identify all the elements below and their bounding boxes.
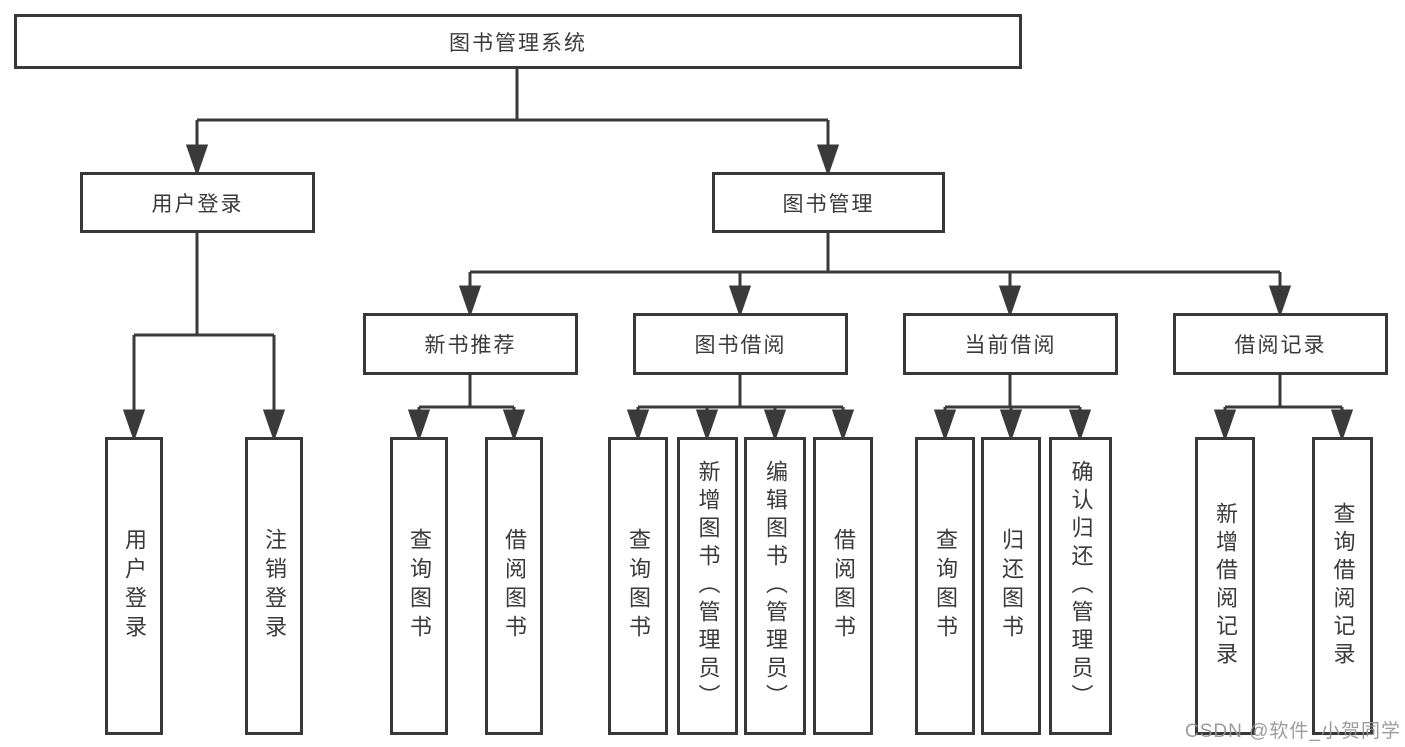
arrowhead-icon <box>816 144 840 177</box>
leaf-label: 借阅图书 <box>502 528 527 644</box>
leaf-edit-books-admin: 编辑图书（管理员） <box>744 437 806 735</box>
node-current-borrow: 当前借阅 <box>903 313 1118 375</box>
node-label: 图书管理 <box>782 192 875 216</box>
node-library-system: 图书管理系统 <box>14 14 1022 69</box>
node-book-borrow: 图书借阅 <box>633 313 848 375</box>
node-borrow-record: 借阅记录 <box>1173 313 1388 375</box>
leaf-return-books: 归还图书 <box>981 437 1041 735</box>
arrowhead-icon <box>831 409 855 442</box>
leaf-label: 新增图书（管理员） <box>695 460 721 712</box>
node-user-login-branch: 用户登录 <box>80 172 315 233</box>
leaf-newbook-query-books: 查询图书 <box>390 437 448 735</box>
connector-bookmgmt-to-level3 <box>458 233 1292 318</box>
connector-bookborrow-to-leaves <box>626 375 855 442</box>
leaf-confirm-return-admin: 确认归还（管理员） <box>1049 437 1112 735</box>
leaf-label: 查询图书 <box>933 528 958 644</box>
arrowhead-icon <box>407 409 431 442</box>
leaf-label: 编辑图书（管理员） <box>763 460 788 712</box>
leaf-label: 用户登录 <box>122 528 147 644</box>
leaf-add-books-admin: 新增图书（管理员） <box>677 437 738 735</box>
leaf-add-borrow-record: 新增借阅记录 <box>1195 437 1255 735</box>
arrowhead-icon <box>502 409 526 442</box>
node-label: 图书借阅 <box>694 334 787 357</box>
node-label: 当前借阅 <box>964 334 1057 357</box>
node-label: 借阅记录 <box>1234 334 1327 357</box>
connector-newbook-to-leaves <box>407 375 526 442</box>
leaf-logout: 注销登录 <box>245 437 303 735</box>
connector-currentborrow-to-leaves <box>933 375 1092 442</box>
arrowhead-icon <box>458 285 482 318</box>
arrowhead-icon <box>262 409 286 442</box>
arrowhead-icon <box>626 409 650 442</box>
leaf-label: 查询图书 <box>626 528 651 644</box>
arrowhead-icon <box>728 285 752 318</box>
arrowhead-icon <box>1330 409 1354 442</box>
connector-userlogin-to-leaves <box>122 233 286 442</box>
arrowhead-icon <box>1268 285 1292 318</box>
leaf-label: 注销登录 <box>262 528 287 644</box>
leaf-label: 确认归还（管理员） <box>1068 460 1094 712</box>
arrowhead-icon <box>933 409 957 442</box>
arrowhead-icon <box>695 409 719 442</box>
arrowhead-icon <box>1213 409 1237 442</box>
arrowhead-icon <box>185 144 209 177</box>
leaf-label: 查询图书 <box>407 528 432 644</box>
connector-root-to-level2 <box>185 68 840 177</box>
arrowhead-icon <box>1068 409 1092 442</box>
node-label: 用户登录 <box>151 192 244 216</box>
arrowhead-icon <box>999 409 1023 442</box>
node-label: 新书推荐 <box>424 334 517 357</box>
leaf-label: 借阅图书 <box>831 528 856 644</box>
arrowhead-icon <box>763 409 787 442</box>
connector-borrowrecord-to-leaves <box>1213 375 1354 442</box>
node-book-management-branch: 图书管理 <box>712 172 945 233</box>
csdn-watermark: CSDN @软件_小贺同学 <box>1185 721 1401 742</box>
leaf-label: 归还图书 <box>999 528 1024 644</box>
leaf-current-query-books: 查询图书 <box>915 437 975 735</box>
node-label: 图书管理系统 <box>449 31 587 55</box>
leaf-newbook-borrow-books: 借阅图书 <box>485 437 543 735</box>
leaf-label: 新增借阅记录 <box>1213 502 1238 670</box>
leaf-borrow-query-books: 查询图书 <box>608 437 668 735</box>
leaf-borrow-borrow-books: 借阅图书 <box>813 437 873 735</box>
leaf-label: 查询借阅记录 <box>1330 502 1356 670</box>
node-new-book-recommend: 新书推荐 <box>363 313 578 375</box>
leaf-user-login: 用户登录 <box>105 437 163 735</box>
leaf-query-borrow-record: 查询借阅记录 <box>1312 437 1373 735</box>
arrowhead-icon <box>122 409 146 442</box>
arrowhead-icon <box>998 285 1022 318</box>
